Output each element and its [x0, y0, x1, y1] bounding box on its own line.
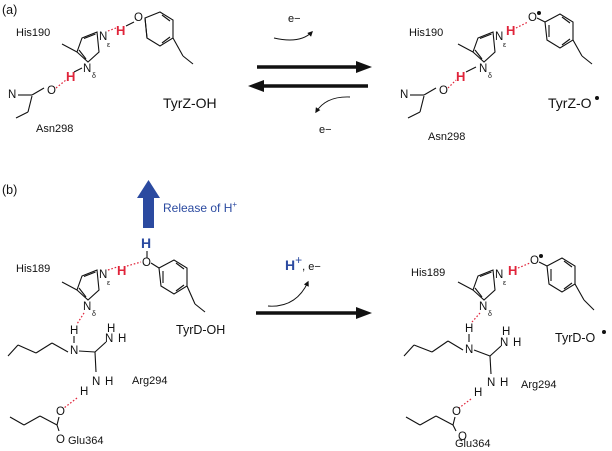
glutamate-label: Glu364	[68, 435, 103, 447]
tyrosine-label: TyrD-OH	[176, 323, 225, 337]
epsilon-symbol: ε	[107, 280, 110, 287]
radical-dot	[539, 254, 543, 258]
electron-uptake-curve	[315, 96, 351, 114]
histidine-label: His189	[411, 267, 445, 279]
radical-dot	[602, 330, 606, 334]
arg-h2b-atom: H	[502, 326, 510, 338]
delta-symbol: δ	[488, 311, 492, 318]
glu-o1-atom: O	[56, 406, 65, 418]
reaction-arrow	[256, 307, 372, 319]
n-delta-atom: N	[83, 301, 91, 313]
n-epsilon-atom: N	[495, 269, 503, 281]
arg-n2-atom: N	[105, 333, 113, 345]
arg-h2a-atom: H	[118, 333, 126, 345]
proton-sup: +	[295, 253, 302, 267]
arg-h2b-atom: H	[107, 323, 115, 335]
shared-proton: H	[117, 263, 126, 278]
release-label: Release of H+	[163, 200, 237, 215]
panel-a-right-structure: His190 N ε N δ H O TyrZ-O N O H Asn298	[400, 11, 599, 143]
asn-oxygen-atom: O	[47, 85, 56, 97]
panel-b-label: (b)	[2, 183, 17, 197]
arg-n3-atom: N	[92, 376, 100, 388]
arg-n2-atom: N	[500, 337, 508, 349]
n-epsilon-atom: N	[99, 31, 107, 43]
tyr-oxygen-atom: O	[142, 257, 151, 269]
proton-symbol: H	[285, 257, 295, 273]
n-delta-atom: N	[479, 301, 487, 313]
asparagine-label: Asn298	[428, 131, 465, 143]
panel-a-label: (a)	[2, 3, 17, 17]
n-epsilon-atom: N	[495, 31, 503, 43]
releasing-proton: H	[141, 235, 151, 251]
histidine-label: His190	[16, 27, 50, 39]
glu-o1-atom: O	[452, 406, 461, 418]
proton-release-arrow	[137, 180, 160, 228]
asn-oxygen-atom: O	[439, 85, 448, 97]
asn-proton: H	[456, 69, 465, 84]
arginine-label: Arg294	[132, 375, 167, 387]
arg-h3a-atom: H	[105, 376, 113, 388]
arg-h3b-atom: H	[80, 386, 88, 398]
epsilon-symbol: ε	[503, 280, 506, 287]
epsilon-symbol: ε	[503, 42, 506, 49]
arg-h-atom: H	[70, 325, 78, 337]
arg-n3-atom: N	[487, 377, 495, 389]
tyr-oxygen-atom: O	[528, 12, 537, 24]
n-delta-atom: N	[479, 63, 487, 75]
radical-dot	[595, 96, 599, 100]
arg-n1-atom: N	[465, 344, 473, 356]
electron-release-curve	[273, 31, 313, 41]
panel-b-right-structure: His189 N ε N δ H O TyrD-O H N N H	[403, 254, 606, 450]
arg-h3a-atom: H	[500, 377, 508, 389]
panel-b-left-structure: H His189 N ε N δ H O TyrD-OH H N	[7, 235, 225, 447]
delta-symbol: δ	[92, 73, 96, 80]
asn-nitrogen-atom: N	[400, 89, 408, 101]
shared-proton: H	[508, 263, 517, 278]
tyrosine-label: TyrZ-O	[548, 95, 592, 111]
panel-a-left-structure: His190 N ε N δ H O TyrZ-OH N O H Asn298	[8, 11, 217, 135]
electron-top-label: e−	[288, 13, 301, 25]
electron-symbol: , e−	[302, 261, 321, 273]
arg-h-atom: H	[465, 323, 473, 335]
tyrosine-label: TyrZ-OH	[163, 95, 217, 111]
asn-proton: H	[66, 69, 75, 84]
asparagine-label: Asn298	[36, 123, 73, 135]
shared-proton: H	[506, 23, 515, 38]
radical-dot	[537, 11, 541, 15]
proton-electron-label: H+, e−	[285, 253, 321, 273]
glu-o2-atom: O	[458, 431, 467, 443]
n-delta-atom: N	[83, 63, 91, 75]
epsilon-symbol: ε	[107, 42, 110, 49]
tyr-oxygen-atom: O	[530, 255, 539, 267]
release-text: Release of H	[163, 201, 232, 215]
equilibrium-arrows	[248, 61, 372, 92]
asn-nitrogen-atom: N	[8, 89, 16, 101]
delta-symbol: δ	[488, 73, 492, 80]
release-sup: +	[232, 200, 237, 209]
shared-proton: H	[116, 23, 125, 38]
glutamate-label: Glu364	[455, 438, 490, 450]
arginine-label: Arg294	[521, 379, 556, 391]
arg-h3b-atom: H	[474, 387, 482, 399]
glu-o2-atom: O	[56, 434, 65, 446]
histidine-label: His190	[409, 27, 443, 39]
n-epsilon-atom: N	[99, 269, 107, 281]
arg-n1-atom: N	[70, 345, 78, 357]
delta-symbol: δ	[92, 311, 96, 318]
tyr-oxygen-atom: O	[134, 12, 143, 24]
arg-h2a-atom: H	[513, 337, 521, 349]
proton-electron-curve	[267, 280, 309, 307]
tyrosine-label: TyrD-O	[555, 331, 596, 345]
electron-bottom-label: e−	[319, 124, 332, 136]
histidine-label: His189	[16, 263, 50, 275]
